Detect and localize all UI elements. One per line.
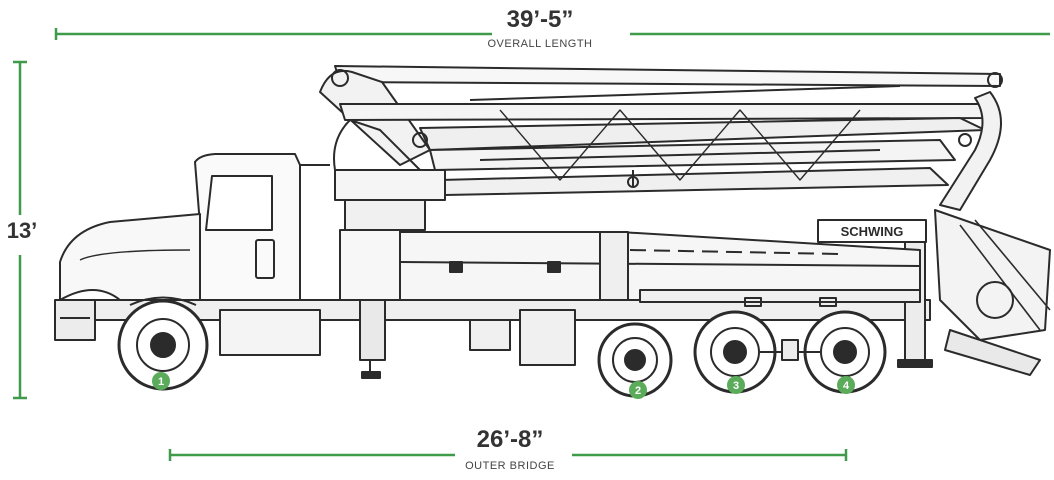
outer-bridge-dimension-line: [168, 449, 848, 461]
axle-number-4: 4: [843, 380, 850, 392]
boom-turret: [333, 119, 446, 301]
truck-hood: [54, 213, 201, 341]
height-dimension-line: [13, 60, 27, 400]
axle-badge-2: 2: [629, 381, 647, 399]
outer-bridge-value: 26’-8”: [476, 426, 544, 453]
outer-bridge-label: OUTER BRIDGE: [465, 460, 555, 472]
boom-assembly: [319, 65, 1003, 211]
axle-number-3: 3: [733, 380, 739, 392]
axle-number-1: 1: [158, 376, 164, 388]
overall-length-label: OVERALL LENGTH: [487, 38, 593, 50]
axle-number-2: 2: [635, 385, 641, 397]
truck-cab: [194, 153, 330, 301]
overall-length-dimension-line: [54, 28, 1050, 40]
height-value: 13’: [6, 218, 38, 243]
overall-length-value: 39’-5”: [506, 6, 574, 33]
brand-label: SCHWING: [841, 224, 904, 239]
truck-body: [399, 231, 921, 307]
axle-badge-1: 1: [152, 372, 170, 390]
front-wheel: [117, 296, 209, 391]
brand-plate: [817, 219, 927, 243]
axle-badge-4: 4: [837, 376, 855, 394]
concrete-hopper: [934, 209, 1051, 376]
axle-badge-3: 3: [727, 376, 745, 394]
